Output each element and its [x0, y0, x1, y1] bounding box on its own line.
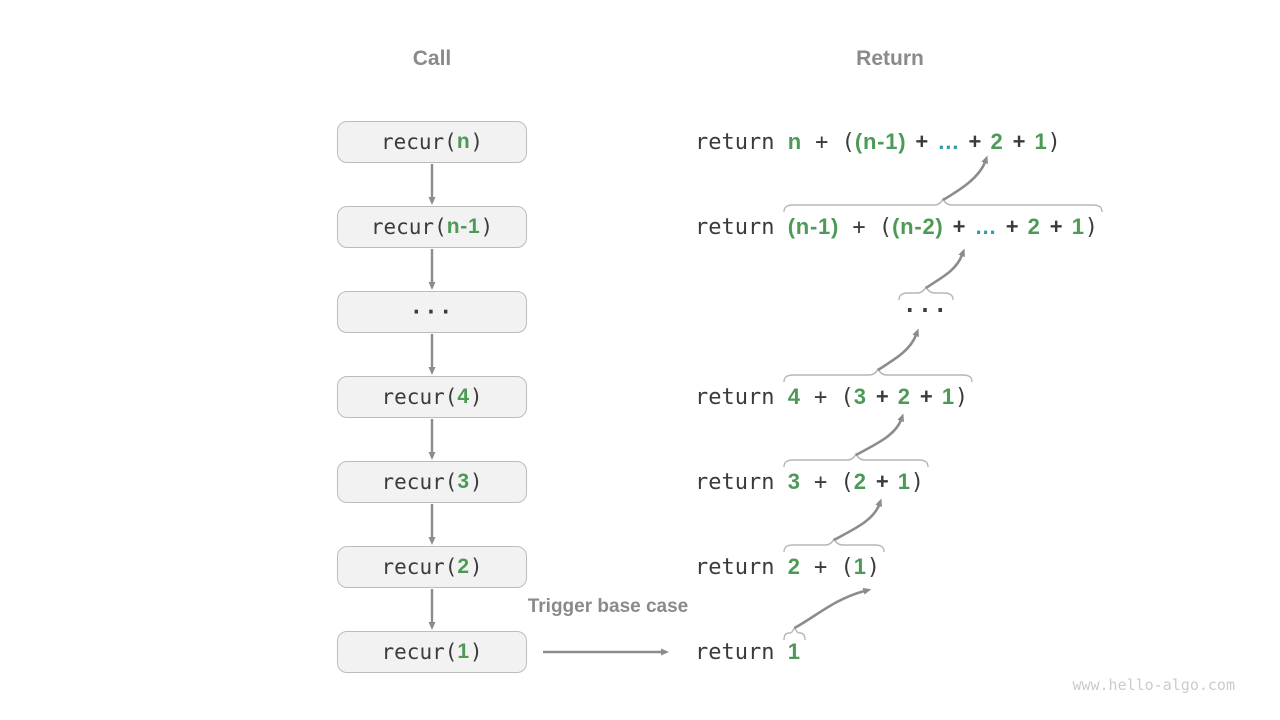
call-box-recur-3: recur(3) — [337, 461, 527, 503]
text-segment: 1 — [1034, 129, 1048, 154]
text-segment: ) — [469, 385, 483, 409]
text-segment: return — [695, 470, 788, 495]
text-segment: ) — [1047, 130, 1061, 155]
text-segment: recur( — [381, 470, 458, 494]
return-flow-arrow-icon — [877, 328, 919, 372]
return-line-2: return 2 + (1) — [695, 552, 880, 582]
text-segment: + — [999, 214, 1025, 239]
text-segment: ) — [469, 555, 483, 579]
text-segment: recur( — [381, 555, 458, 579]
return-flow-arrow-icon — [925, 248, 965, 290]
call-box-recur-n-1: recur(n-1) — [337, 206, 527, 248]
text-segment: 1 — [1071, 214, 1085, 239]
text-segment: + — [869, 384, 895, 409]
text-segment: return — [695, 130, 788, 155]
text-segment: 2 — [990, 129, 1004, 154]
text-segment: + — [913, 384, 939, 409]
text-segment: recur( — [381, 640, 458, 664]
call-box-recur-1: recur(1) — [337, 631, 527, 673]
text-segment: (n-1) — [854, 129, 907, 154]
text-segment: 2 — [853, 469, 867, 494]
text-segment: + — [962, 129, 988, 154]
trigger-base-case-label: Trigger base case — [527, 596, 689, 617]
text-segment: recur( — [380, 130, 457, 154]
text-segment: + ( — [800, 555, 854, 580]
text-segment: ) — [910, 470, 925, 495]
text-segment: 3 — [457, 470, 470, 493]
text-segment: + ( — [800, 385, 854, 410]
text-segment: (n-1) — [787, 214, 840, 239]
text-segment: 1 — [941, 384, 955, 409]
text-segment: ) — [1084, 215, 1098, 240]
text-segment: ) — [469, 640, 483, 664]
text-segment: 3 — [787, 469, 801, 494]
call-box-ellipsis: ··· — [337, 291, 527, 333]
text-segment: + ( — [839, 215, 893, 240]
text-segment: + ( — [801, 130, 855, 155]
text-segment: ··· — [410, 300, 454, 324]
return-column-header: Return — [856, 47, 924, 70]
text-segment: 1 — [853, 554, 867, 579]
overbrace-icon — [783, 197, 1103, 213]
return-flow-arrow-icon — [855, 413, 904, 457]
text-segment: 2 — [1027, 214, 1041, 239]
text-segment: ) — [480, 215, 494, 239]
return-line-n-1: return (n-1) + ((n-2) + … + 2 + 1) — [695, 212, 1098, 242]
text-segment: + — [946, 214, 972, 239]
watermark: www.hello-algo.com — [1072, 676, 1235, 694]
text-segment: + — [1043, 214, 1069, 239]
return-line-1: return 1 — [695, 637, 801, 667]
text-segment: … — [974, 214, 997, 239]
text-segment: ) — [866, 555, 880, 580]
text-segment: ) — [469, 470, 483, 494]
text-segment: ) — [954, 385, 969, 410]
return-line-n: return n + ((n-1) + … + 2 + 1) — [695, 127, 1061, 157]
text-segment: return — [695, 215, 788, 240]
text-segment: return — [695, 640, 788, 665]
text-segment: n — [456, 130, 471, 153]
text-segment: recur( — [370, 215, 447, 239]
text-segment: ) — [470, 130, 484, 154]
text-segment: 1 — [897, 469, 911, 494]
text-segment: return — [695, 385, 788, 410]
return-flow-arrow-icon — [793, 587, 872, 630]
text-segment: n-1 — [446, 215, 481, 238]
text-segment: 1 — [457, 640, 470, 663]
text-segment: recur( — [381, 385, 458, 409]
text-segment: + — [909, 129, 935, 154]
text-segment: 3 — [853, 384, 867, 409]
text-segment: 4 — [787, 384, 801, 409]
overbrace-icon — [783, 537, 885, 553]
overbrace-icon — [783, 452, 929, 468]
text-segment: … — [937, 129, 960, 154]
text-segment: 2 — [897, 384, 911, 409]
return-line-4: return 4 + (3 + 2 + 1) — [695, 382, 968, 412]
return-flow-arrow-icon — [942, 155, 988, 202]
overbrace-icon — [783, 367, 973, 383]
text-segment: 1 — [787, 639, 801, 664]
text-segment: 2 — [457, 555, 470, 578]
text-segment: + — [869, 469, 895, 494]
return-flow-arrow-icon — [833, 498, 882, 542]
text-segment: return — [695, 555, 788, 580]
text-segment: ··· — [903, 299, 949, 324]
return-line-3: return 3 + (2 + 1) — [695, 467, 924, 497]
text-segment: n — [787, 129, 802, 154]
text-segment: + ( — [800, 470, 854, 495]
text-segment: 2 — [787, 554, 801, 579]
call-box-recur-4: recur(4) — [337, 376, 527, 418]
return-line-ellipsis: ··· — [903, 297, 949, 327]
call-column-header: Call — [412, 47, 452, 70]
text-segment: 4 — [457, 385, 470, 408]
call-box-recur-n: recur(n) — [337, 121, 527, 163]
text-segment: + — [1006, 129, 1032, 154]
call-box-recur-2: recur(2) — [337, 546, 527, 588]
text-segment: (n-2) — [892, 214, 944, 239]
